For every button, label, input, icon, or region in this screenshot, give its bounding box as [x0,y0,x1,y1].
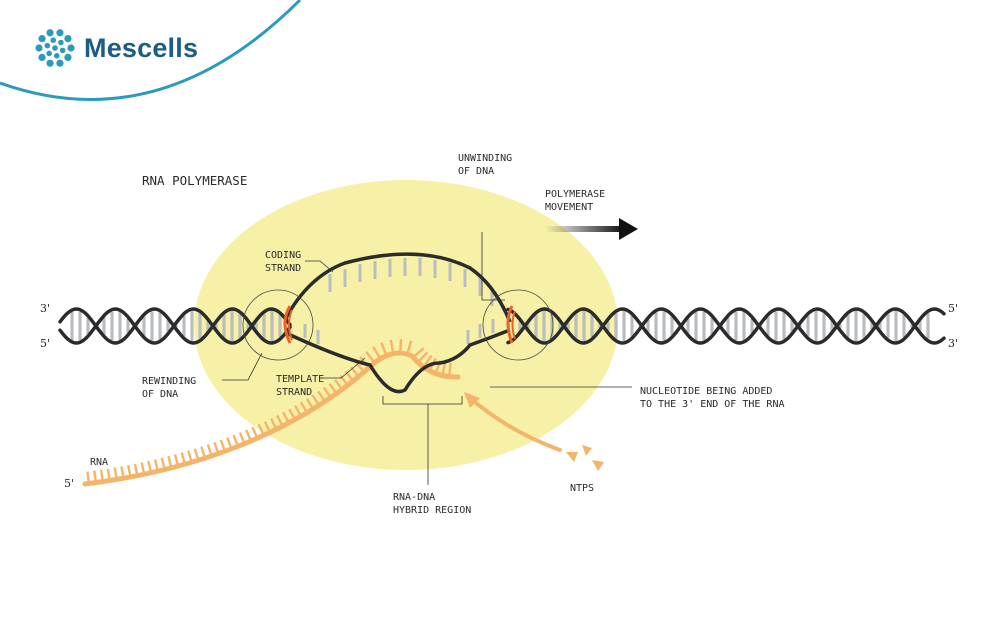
brand-name: Mescells [84,32,199,63]
logo-dot [64,34,72,43]
logo-dot [52,45,58,51]
dna-backbone-right-a [506,307,946,345]
logo-dot [67,44,75,52]
mescells-logo-icon [35,29,75,67]
left-top-end-label: 3' [40,302,51,315]
logo-dot [46,59,54,67]
unwinding-circle [482,289,554,361]
logo-dot [59,47,66,54]
logo-dot [35,44,43,52]
movement-arrow-shaft [545,226,623,232]
logo-dot [46,50,52,57]
rna-label: RNA [90,457,109,468]
rewinding-ring [283,305,292,344]
movement-arrow-head [619,218,638,240]
right-bottom-end-label: 3' [948,337,959,350]
logo-dot [46,29,54,37]
ntps-label: NTPS [570,483,595,494]
dna-double-helix [58,307,946,345]
right-top-end-label: 5' [948,302,959,315]
header-swoosh [0,0,302,101]
unwinding-ring [506,305,514,344]
logo-dot [38,53,46,62]
logo-dot [58,39,64,46]
leader-lines [222,232,632,485]
dna-backbone-left-b [58,307,292,345]
left-bottom-end-label: 5' [40,337,51,350]
ntp-nucleotides [566,445,604,471]
logo-dot [50,37,57,43]
rna-polymerase-blob [194,180,618,470]
template-strand [285,328,511,394]
logo-dot [56,29,64,37]
coding-strand [284,252,512,323]
diagram-title: RNA POLYMERASE [142,173,248,188]
ntp-arrow [468,396,562,452]
rewinding-circle [242,289,314,361]
logo-dot [38,34,46,43]
brand-logo: Mescells [34,27,198,69]
logo-dot [64,53,72,62]
logo-dot [44,42,51,49]
dna-backbone-right-b [506,307,946,345]
rna-5prime-label: 5' [64,477,75,490]
logo-dot [53,53,60,59]
logo-dot [56,59,64,67]
